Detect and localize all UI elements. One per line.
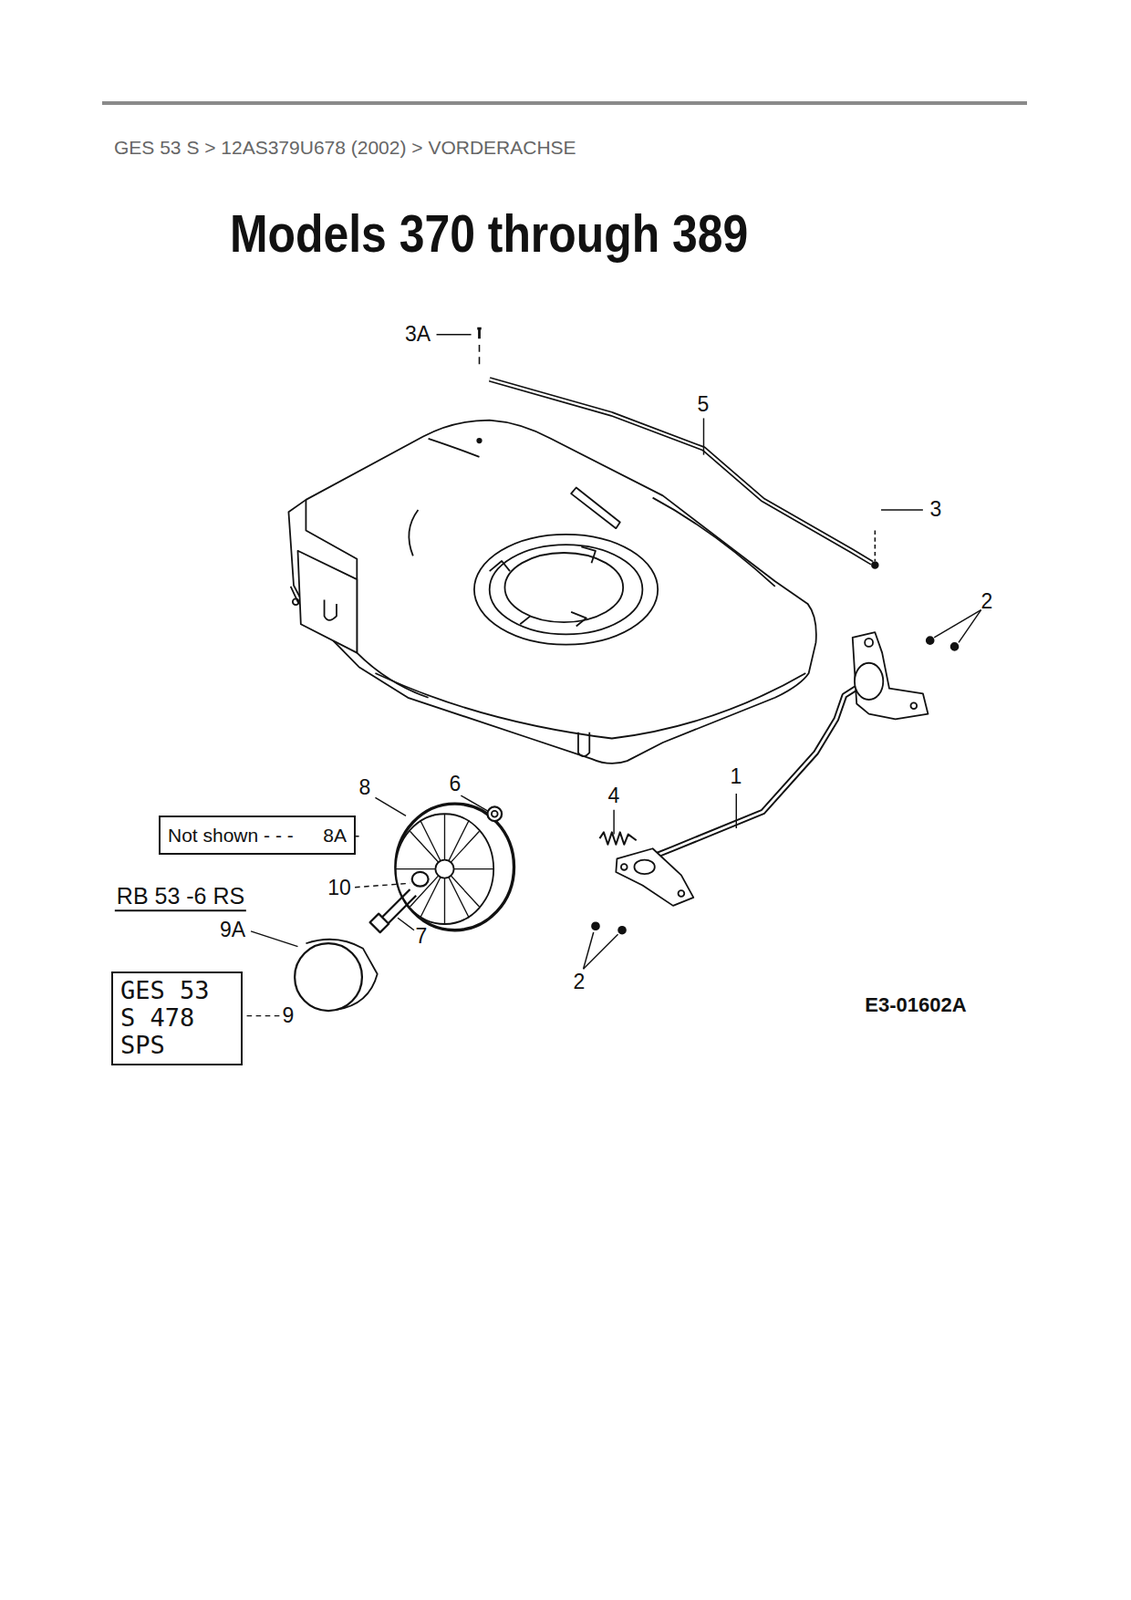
callout-number: 9 bbox=[282, 1004, 295, 1028]
callout-number: 2 bbox=[981, 590, 994, 613]
screw bbox=[591, 922, 600, 930]
callout-number: 3A bbox=[404, 322, 431, 346]
slot bbox=[324, 599, 337, 620]
breadcrumb: GES 53 S > 12AS379U678 (2002) > VORDERAC… bbox=[114, 136, 577, 158]
screw bbox=[477, 328, 481, 339]
screw bbox=[951, 643, 959, 651]
deck-contour bbox=[428, 438, 776, 587]
hole bbox=[678, 890, 685, 897]
spring bbox=[599, 831, 636, 844]
front-axle bbox=[653, 681, 868, 857]
motor-ring bbox=[474, 534, 658, 645]
motor-ring bbox=[489, 544, 644, 634]
leader-lines bbox=[247, 334, 982, 1017]
callout-number: 7 bbox=[415, 924, 428, 948]
axle-bracket bbox=[852, 632, 929, 719]
callout-number: 1 bbox=[730, 765, 743, 789]
callout-number: 6 bbox=[449, 772, 462, 796]
height-rod bbox=[489, 379, 872, 563]
height-rod bbox=[489, 379, 872, 563]
header-rule bbox=[102, 101, 1028, 105]
deck-slot bbox=[570, 487, 621, 529]
screw bbox=[926, 636, 934, 644]
wheel-spokes bbox=[395, 813, 494, 924]
callout-box: Not shown - - - 8A bbox=[158, 815, 356, 855]
hubcap bbox=[294, 943, 363, 1011]
leader-dash bbox=[874, 529, 877, 561]
hole bbox=[292, 598, 300, 605]
side-plate bbox=[297, 550, 357, 654]
deck-skirt bbox=[374, 673, 806, 739]
figure-code: E3-01602A bbox=[864, 994, 966, 1017]
hole bbox=[910, 702, 917, 709]
hole bbox=[621, 863, 628, 871]
bushing bbox=[633, 860, 654, 875]
callout-box: GES 53 S 478 SPS bbox=[111, 971, 243, 1066]
motor-mount bbox=[489, 546, 596, 626]
bolt-head bbox=[370, 913, 390, 934]
hub bbox=[435, 860, 454, 879]
mower-deck bbox=[288, 420, 816, 764]
callout-number: 9A bbox=[219, 918, 246, 942]
callout-number: 8 bbox=[359, 776, 372, 799]
callout-number: 5 bbox=[697, 393, 710, 416]
hole bbox=[477, 438, 481, 443]
washer bbox=[412, 871, 429, 887]
box-text: Not shown - - - bbox=[167, 824, 294, 847]
axle-bracket bbox=[615, 848, 694, 906]
box-text: 8A bbox=[322, 824, 347, 847]
callout-number: 10 bbox=[327, 876, 352, 900]
exploded-view bbox=[247, 328, 982, 1017]
nut bbox=[487, 806, 502, 821]
bushing bbox=[854, 663, 883, 700]
screw bbox=[871, 561, 879, 569]
callout-number: 2 bbox=[573, 970, 586, 994]
diagram-title: Models 370 through 389 bbox=[229, 204, 748, 263]
callout-number: 3 bbox=[930, 498, 943, 521]
wheel bbox=[395, 803, 515, 931]
hole bbox=[864, 638, 873, 647]
deck-contour bbox=[408, 509, 418, 556]
leader-dash bbox=[478, 344, 481, 364]
wheel-rim bbox=[395, 813, 494, 924]
nut bbox=[491, 810, 499, 818]
front-axle bbox=[653, 681, 868, 857]
box-text: GES 53 S 478 SPS bbox=[120, 976, 234, 1060]
model-label: RB 53 -6 RS bbox=[114, 883, 247, 912]
screw bbox=[618, 926, 626, 934]
callout-number: 4 bbox=[608, 784, 621, 808]
slot bbox=[578, 732, 590, 757]
motor-opening bbox=[504, 552, 623, 623]
